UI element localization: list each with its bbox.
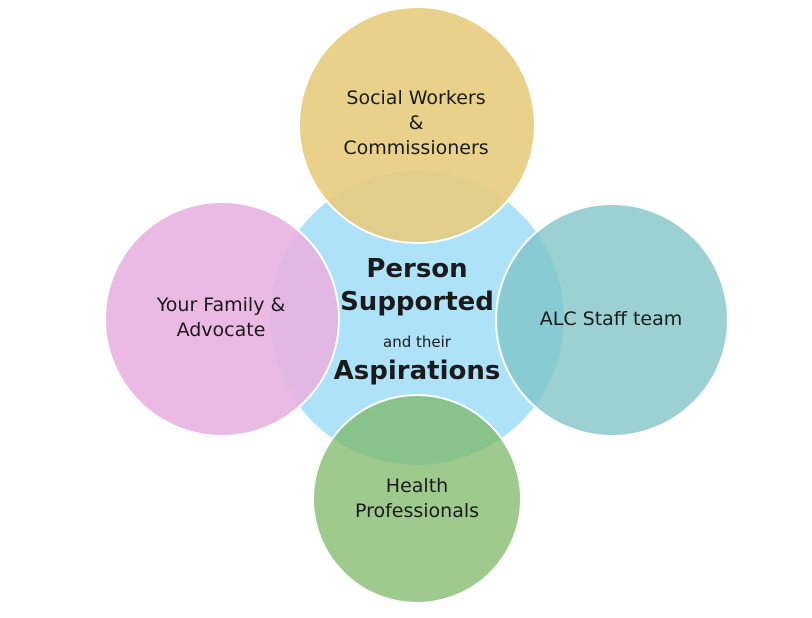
social-workers-label-line: Social Workers	[346, 87, 486, 109]
social-workers-label-line: Commissioners	[343, 137, 489, 159]
family-label-line: Your Family &	[156, 294, 286, 316]
family-circle	[104, 201, 340, 437]
health-circle	[312, 394, 522, 604]
family-label-line: Advocate	[176, 319, 266, 341]
health-label-line: Professionals	[354, 500, 480, 522]
center-title-person: Person	[366, 254, 468, 284]
health-label: Health Professionals	[317, 474, 517, 524]
alc-staff-circle	[495, 203, 729, 437]
alc-staff-label: ALC Staff team	[516, 307, 706, 332]
health-label-line: Health	[385, 475, 449, 497]
social-workers-circle	[298, 6, 536, 244]
social-workers-label-line: &	[408, 112, 424, 134]
social-workers-label: Social Workers & Commissioners	[316, 86, 516, 161]
alc-staff-label-line: ALC Staff team	[539, 308, 683, 330]
family-label: Your Family & Advocate	[136, 293, 306, 343]
center-subtitle: and their	[383, 333, 451, 351]
center-title-supported: Supported	[340, 287, 494, 317]
center-title-aspirations: Aspirations	[333, 356, 501, 386]
